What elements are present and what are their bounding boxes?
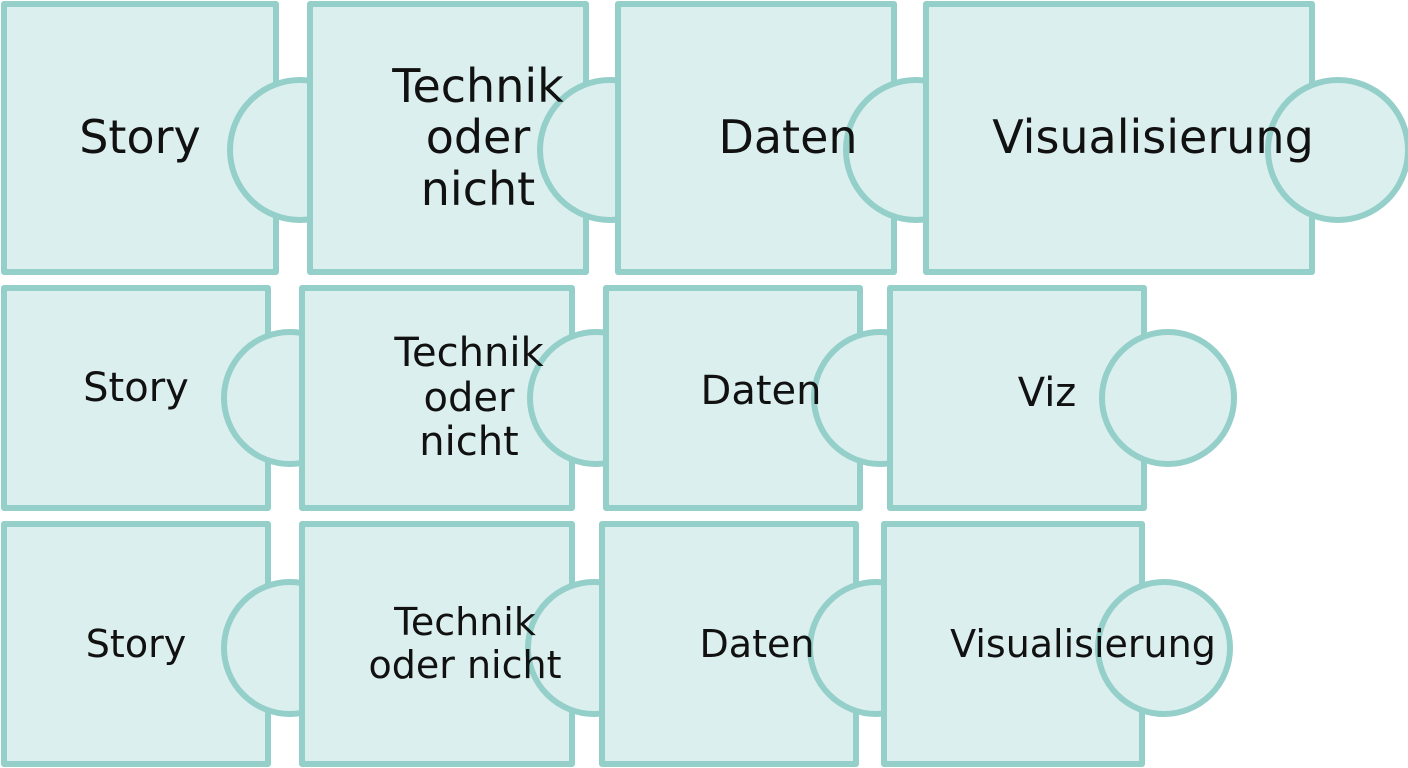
row-2 bbox=[1, 285, 1237, 511]
row-1 bbox=[1, 1, 1408, 275]
piece-visualisierung-3-knob bbox=[1095, 579, 1233, 717]
piece-viz-2-knob bbox=[1099, 329, 1237, 467]
row-3 bbox=[1, 521, 1233, 767]
piece-visualisierung-1-knob bbox=[1265, 77, 1408, 223]
piece-technik-2 bbox=[299, 285, 575, 511]
piece-visualisierung-1 bbox=[923, 1, 1315, 275]
